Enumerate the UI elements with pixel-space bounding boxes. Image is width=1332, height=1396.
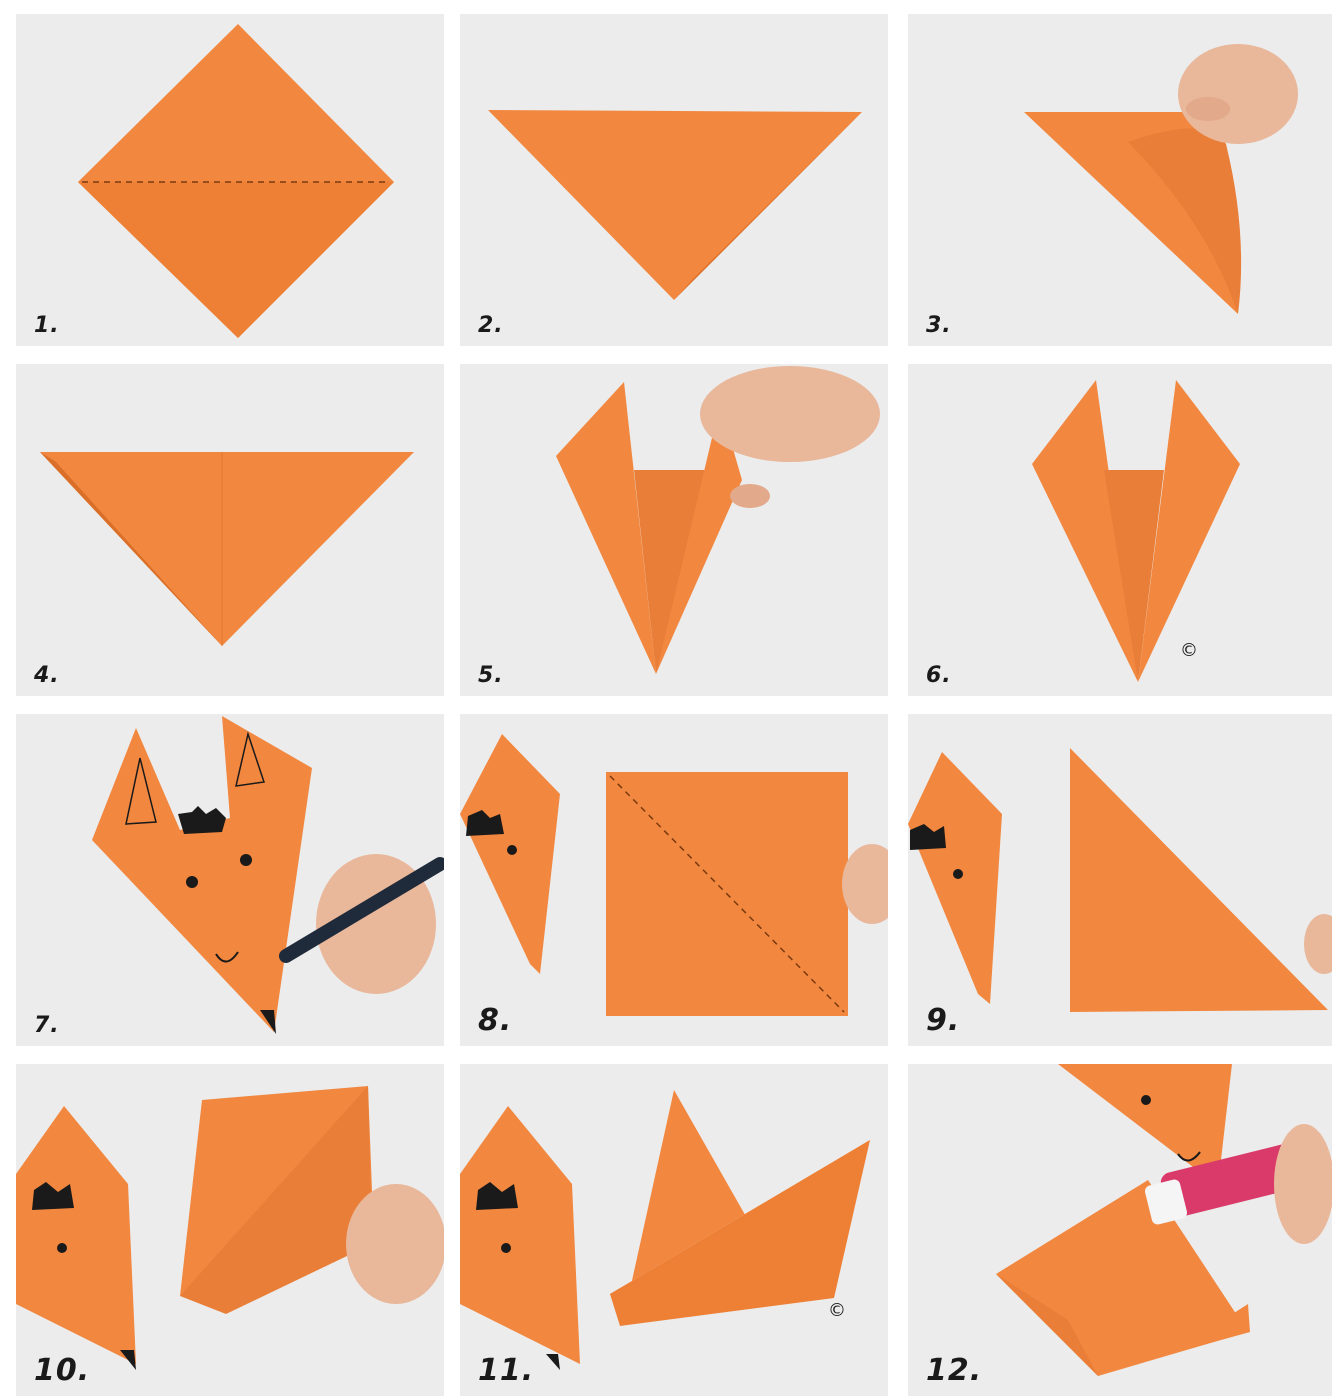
hand-icon	[1178, 44, 1298, 144]
hand-icon	[700, 366, 880, 462]
step-number: 11.	[478, 1353, 534, 1388]
step-4-panel: 4.	[16, 364, 444, 696]
copyright-mark: ©	[828, 1300, 846, 1321]
step-number: 7.	[34, 1013, 60, 1038]
step-number: 6.	[926, 663, 952, 688]
step-number: 2.	[478, 313, 504, 338]
glue-fox-assembly-icon	[908, 1064, 1332, 1396]
paper-fox-body-icon	[460, 1064, 888, 1396]
step-number: 8.	[478, 1003, 512, 1038]
step-9-panel: 9.	[908, 714, 1332, 1046]
step-12-panel: 12.	[908, 1064, 1332, 1396]
step-number: 12.	[926, 1353, 982, 1388]
step-6-panel: © 6.	[908, 364, 1332, 696]
step-1-panel: 1.	[16, 14, 444, 346]
step-number: 5.	[478, 663, 504, 688]
paper-triangle-icon	[16, 364, 444, 696]
paper-square-diamond-icon	[16, 14, 444, 346]
hand-icon	[1304, 914, 1332, 974]
paper-fox-body-fold-icon	[16, 1064, 444, 1396]
hand-icon	[1274, 1124, 1332, 1244]
paper-triangle-fold-icon	[460, 14, 888, 346]
paper-square-diagonal-icon	[460, 714, 888, 1046]
hand-icon	[346, 1184, 444, 1304]
step-11-panel: © 11.	[460, 1064, 888, 1396]
step-3-panel: 3.	[908, 14, 1332, 346]
step-8-panel: 8.	[460, 714, 888, 1046]
paper-fox-head-icon	[908, 364, 1332, 696]
step-number: 4.	[34, 663, 60, 688]
paper-corner-fold-icon	[908, 14, 1332, 346]
step-10-panel: 10.	[16, 1064, 444, 1396]
step-5-panel: 5.	[460, 364, 888, 696]
paper-ears-fold-icon	[460, 364, 888, 696]
hand-icon	[842, 844, 888, 924]
fox-face-drawing-icon	[16, 714, 444, 1046]
step-number: 10.	[34, 1353, 90, 1388]
step-number: 1.	[34, 313, 60, 338]
step-2-panel: 2.	[460, 14, 888, 346]
step-7-panel: 7.	[16, 714, 444, 1046]
step-number: 3.	[926, 313, 952, 338]
paper-diagonal-triangle-icon	[908, 714, 1332, 1046]
step-number: 9.	[926, 1003, 960, 1038]
copyright-mark: ©	[1180, 640, 1198, 661]
